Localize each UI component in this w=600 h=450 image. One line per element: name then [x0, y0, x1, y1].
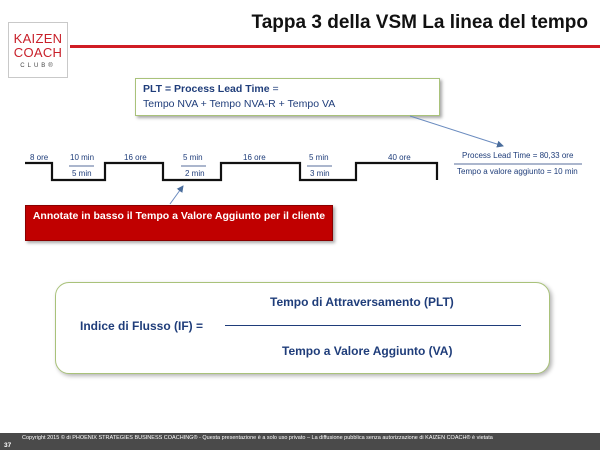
plt-definition-formula: Tempo NVA + Tempo NVA-R + Tempo VA [143, 98, 336, 110]
summary-plt-value: Process Lead Time = 80,33 ore [462, 151, 574, 160]
annotation-note-text: Annotate in basso il Tempo a Valore Aggi… [32, 210, 326, 222]
timeline-label-upper: 16 ore [124, 153, 147, 162]
timeline-step-line [25, 161, 439, 182]
slide-title: Tappa 3 della VSM La linea del tempo [251, 12, 588, 33]
timeline-label-lower: 2 min [185, 169, 205, 178]
kaizen-coach-logo: KAIZEN COACH CLUB® [8, 22, 68, 78]
plt-definition-title: PLT = Process Lead Time [143, 83, 270, 95]
copyright-notice: Copyright 2015 © di PHOENIX STRATEGIES B… [22, 435, 493, 441]
timeline-label-lower: 3 min [310, 169, 330, 178]
flow-index-denominator: Tempo a Valore Aggiunto (VA) [282, 344, 453, 358]
timeline-label-upper: 5 min [309, 153, 329, 162]
footer-bar [0, 433, 600, 450]
page-number: 37 [4, 442, 12, 449]
timeline-label-upper: 8 ore [30, 153, 49, 162]
timeline-label-upper: 16 ore [243, 153, 266, 162]
note-callout-arrow [169, 185, 184, 205]
flow-index-label: Indice di Flusso (IF) = [80, 319, 204, 333]
title-divider [70, 45, 600, 48]
timeline-label-upper: 40 ore [388, 153, 411, 162]
timeline-label-upper: 5 min [183, 153, 203, 162]
plt-definition-box: PLT = Process Lead Time = Tempo NVA + Te… [135, 78, 440, 116]
fraction-bar [225, 325, 521, 326]
plt-definition-equals: = [269, 83, 279, 95]
timeline-label-lower: 5 min [72, 169, 92, 178]
flow-index-numerator: Tempo di Attraversamento (PLT) [270, 295, 454, 309]
logo-line-2: COACH [13, 45, 63, 60]
logo-line-3: CLUB® [20, 63, 56, 69]
summary-va-value: Tempo a valore aggiunto = 10 min [457, 167, 578, 176]
logo-line-1: KAIZEN [13, 31, 63, 46]
annotation-note: Annotate in basso il Tempo a Valore Aggi… [25, 205, 333, 241]
flow-index-box [55, 282, 550, 374]
plt-callout-arrow [409, 115, 504, 148]
timeline-label-upper: 10 min [70, 153, 94, 162]
